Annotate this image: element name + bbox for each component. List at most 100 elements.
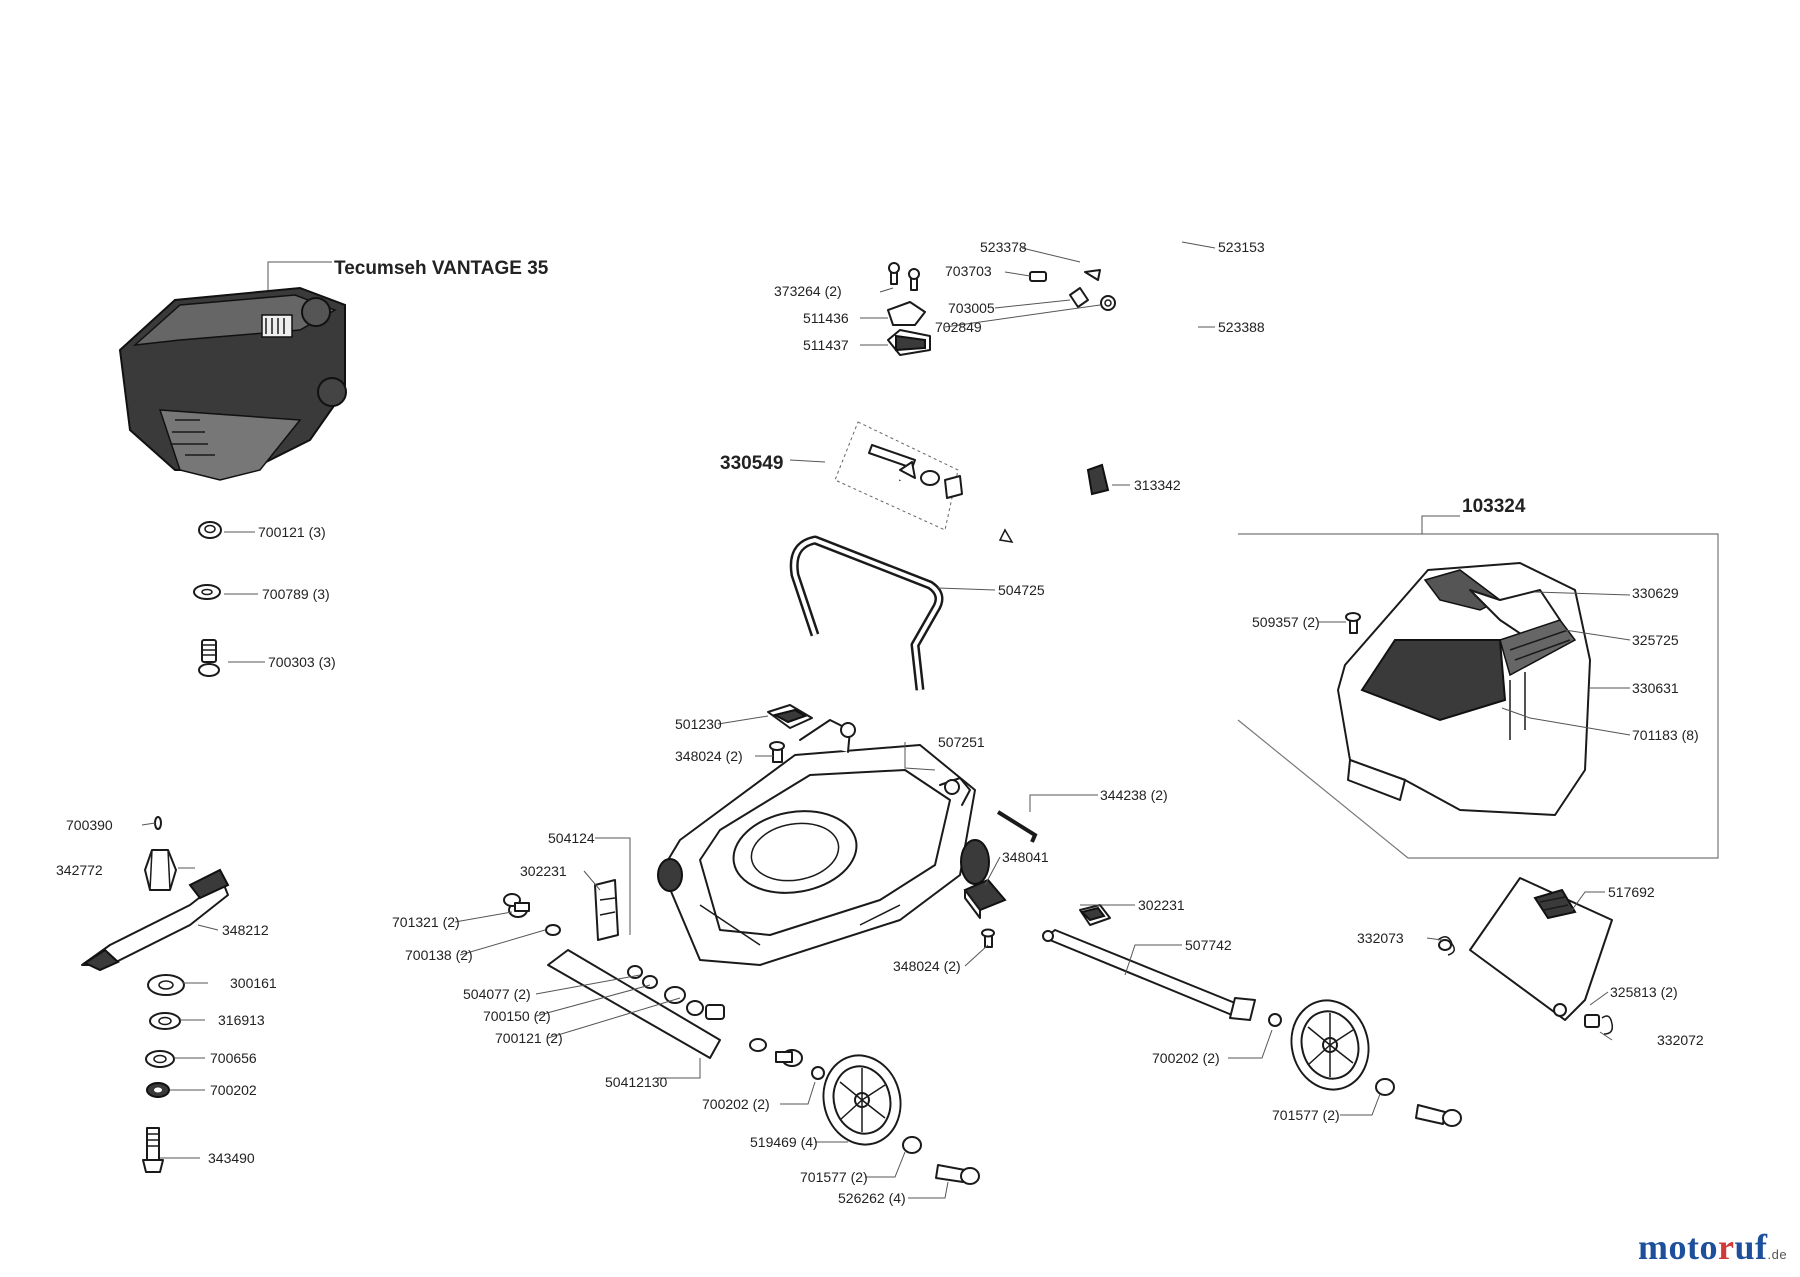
part-label: 302231 [520, 863, 567, 879]
part-label: 325813 (2) [1610, 984, 1678, 1000]
part-label: 507742 [1185, 937, 1232, 953]
part-label: 373264 (2) [774, 283, 842, 299]
screw-icon [769, 741, 785, 763]
hex-key-icon [996, 810, 1038, 843]
part-label: 700202 (2) [1152, 1050, 1220, 1066]
part-label: 517692 [1608, 884, 1655, 900]
part-label: 701321 (2) [392, 914, 460, 930]
mower-deck [657, 719, 990, 966]
bolt-icon [503, 893, 530, 912]
part-label: 343490 [208, 1150, 255, 1166]
part-label: 330631 [1632, 680, 1679, 696]
part-label: 703703 [945, 263, 992, 279]
washer-icon [193, 584, 221, 600]
washer-icon [902, 1078, 1395, 1154]
part-label: 332072 [1657, 1032, 1704, 1048]
washer-icon [145, 974, 185, 1098]
part-label: 700121 (3) [258, 524, 326, 540]
part-label: 325725 [1632, 632, 1679, 648]
brand-logo[interactable]: motoruf.de [1638, 1226, 1787, 1268]
rear-axle [1042, 904, 1256, 1021]
rear-flap [1469, 877, 1613, 1021]
part-label: 504124 [548, 830, 595, 846]
deck-bracket [767, 704, 813, 729]
kit-label-handle: 330549 [720, 453, 783, 474]
part-label: 700202 (2) [702, 1096, 770, 1112]
part-label: 316913 [218, 1012, 265, 1028]
part-label: 700138 (2) [405, 947, 473, 963]
washer-icon [749, 1038, 767, 1052]
part-label: 700121 (2) [495, 1030, 563, 1046]
kit-label-grass-box: 103324 [1462, 496, 1526, 517]
wheel-front-icon [822, 1054, 902, 1146]
part-label: 700789 (3) [262, 586, 330, 602]
part-label: 700150 (2) [483, 1008, 551, 1024]
screw-icon [981, 928, 995, 948]
grass-catcher [1337, 562, 1591, 816]
part-label: 700390 [66, 817, 113, 833]
part-label: 348041 [1002, 849, 1049, 865]
part-label: 519469 (4) [750, 1134, 818, 1150]
small-bolt-icon [1029, 271, 1047, 282]
part-label: 700202 [210, 1082, 257, 1098]
part-label: 302231 [1138, 897, 1185, 913]
part-label: 348212 [222, 922, 269, 938]
spacer-icon [705, 1004, 725, 1020]
part-label: 523378 [980, 239, 1027, 255]
blade-bolt-icon [142, 1127, 164, 1173]
switch-housing [887, 301, 931, 356]
part-label: 701577 (2) [1272, 1107, 1340, 1123]
spring-icon [1437, 936, 1455, 956]
upper-handle [898, 225, 1216, 544]
handle-clamp [1069, 269, 1116, 311]
blade-icon [81, 868, 230, 972]
bolt-icon [198, 639, 220, 677]
blade-adapter-icon [144, 849, 177, 891]
part-label: 526262 (4) [838, 1190, 906, 1206]
part-label: 523153 [1218, 239, 1265, 255]
part-label: 504077 (2) [463, 986, 531, 1002]
part-label: 501230 [675, 716, 722, 732]
lower-handle-bar [789, 535, 944, 691]
part-label: 313342 [1134, 477, 1181, 493]
screw-icon [888, 262, 920, 291]
bearing-block [963, 878, 1007, 919]
screw-icon [1345, 612, 1361, 634]
star-washer-icon [811, 1013, 1282, 1080]
handle-kit-parts [868, 444, 963, 499]
wheel-rear-icon [1290, 999, 1370, 1091]
spring-clip-icon [154, 816, 162, 830]
part-label: 511437 [803, 337, 849, 353]
part-label: 332073 [1357, 930, 1404, 946]
nut-icon [198, 521, 222, 539]
bolt-icon [775, 1049, 803, 1067]
wheel-bolt-icon [935, 1104, 1462, 1185]
brand-tld: .de [1767, 1247, 1788, 1262]
part-label: 701183 (8) [1632, 727, 1699, 743]
engine-label: Tecumseh VANTAGE 35 [334, 258, 549, 279]
part-label: 50412130 [605, 1074, 668, 1090]
part-label: 523388 [1218, 319, 1265, 335]
part-label: 504725 [998, 582, 1045, 598]
part-label: 342772 [56, 862, 103, 878]
part-label: 700656 [210, 1050, 257, 1066]
part-label: 348024 (2) [893, 958, 961, 974]
part-label: 700303 (3) [268, 654, 336, 670]
part-label: 702849 [935, 319, 982, 335]
spring-icon [1584, 1014, 1614, 1035]
part-label: 300161 [230, 975, 277, 991]
part-label: 701577 (2) [800, 1169, 868, 1185]
part-label: 344238 (2) [1100, 787, 1168, 803]
engine-illustration [118, 286, 347, 481]
part-label: 348024 (2) [675, 748, 743, 764]
part-label: 507251 [938, 734, 985, 750]
cable-clip [1086, 463, 1110, 496]
part-label: 703005 [948, 300, 995, 316]
brand-part2: r [1717, 1227, 1735, 1267]
part-label: 511436 [803, 310, 849, 326]
part-label: 330629 [1632, 585, 1679, 601]
brand-part3: uf [1734, 1227, 1768, 1267]
front-axle-bracket [547, 879, 721, 1059]
brand-part1: moto [1638, 1227, 1718, 1267]
